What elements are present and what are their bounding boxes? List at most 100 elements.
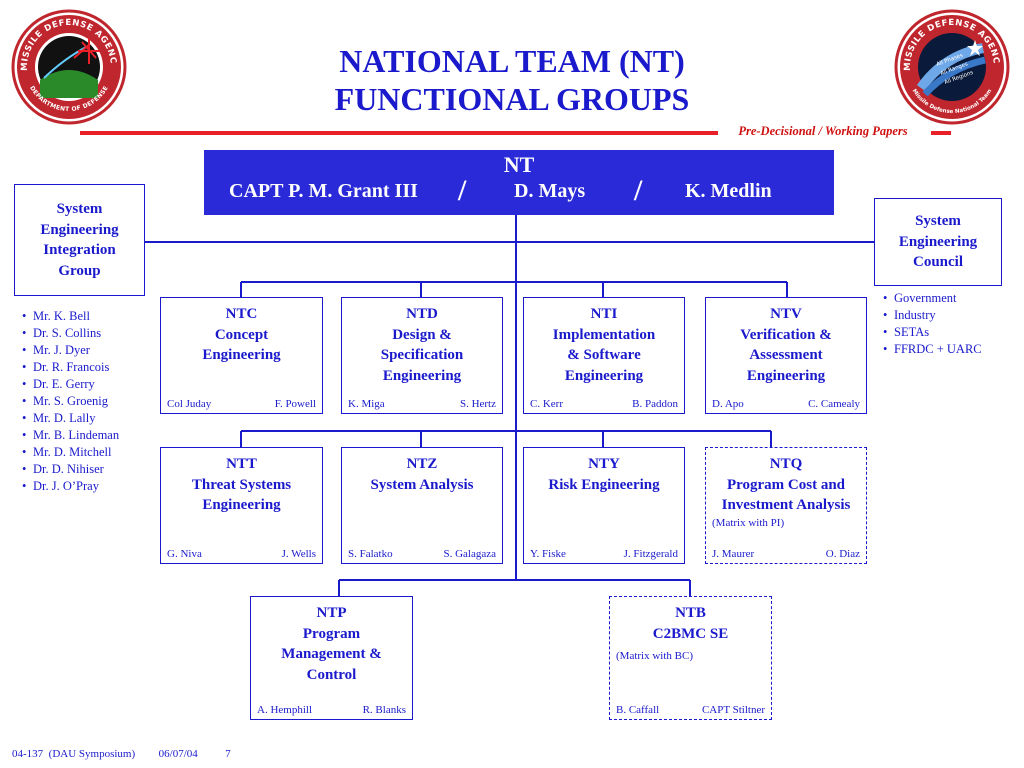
box-title-line: System Analysis bbox=[370, 476, 474, 493]
box-title-line: Risk Engineering bbox=[548, 476, 660, 493]
footer-event: (DAU Symposium) bbox=[48, 748, 136, 760]
lead-name-left: K. Miga bbox=[348, 398, 385, 410]
header-rule-right bbox=[931, 131, 951, 135]
nt-title: NT bbox=[503, 152, 535, 177]
group-label-line: System bbox=[56, 201, 103, 217]
box-title-line: NTY bbox=[588, 456, 620, 472]
box-title-line: Implementation bbox=[552, 326, 656, 343]
group-label-line: Integration bbox=[43, 242, 116, 258]
lead-name-left: A. Hemphill bbox=[257, 704, 312, 716]
box-title-line: Assessment bbox=[749, 347, 823, 363]
list-item: Dr. J. O’Pray bbox=[22, 478, 119, 495]
list-item: Dr. D. Nihiser bbox=[22, 461, 119, 478]
nt-lead-3: K. Medlin bbox=[685, 180, 772, 202]
box-title-line: NTI bbox=[590, 306, 618, 322]
box-title-line: NTC bbox=[225, 306, 258, 322]
box-title-line: Engineering bbox=[202, 347, 281, 363]
box-title-line: C2BMC SE bbox=[652, 625, 729, 642]
lead-name-right: B. Paddon bbox=[632, 398, 678, 410]
list-item: Mr. J. Dyer bbox=[22, 342, 119, 359]
box-title-line: Management & bbox=[281, 646, 382, 662]
ntb-c2bmc-se-box: NTB C2BMC SE (Matrix with BC) B. Caffall… bbox=[609, 596, 772, 720]
council-members: Government Industry SETAs FFRDC + UARC bbox=[883, 290, 982, 358]
lead-name-right: F. Powell bbox=[274, 398, 316, 410]
box-title-line: Program Cost and bbox=[726, 476, 846, 493]
integration-group-members: Mr. K. Bell Dr. S. Collins Mr. J. Dyer D… bbox=[22, 308, 119, 495]
lead-name-right: S. Galagaza bbox=[443, 548, 496, 560]
document-marking: Pre-Decisional / Working Papers bbox=[738, 124, 908, 138]
list-item: Mr. S. Groenig bbox=[22, 393, 119, 410]
nt-lead-2: D. Mays bbox=[514, 180, 586, 202]
group-label-line: System bbox=[915, 213, 961, 230]
box-title-line: Engineering bbox=[202, 497, 281, 513]
ntp-program-management-box: NTP Program Management & Control A. Hemp… bbox=[250, 596, 413, 720]
box-title-line: Concept bbox=[214, 326, 269, 343]
box-title-line: Control bbox=[306, 666, 357, 683]
ntq-program-cost-box: NTQ Program Cost and Investment Analysis… bbox=[705, 447, 867, 564]
box-title-line: Engineering bbox=[564, 367, 644, 384]
footer-page-number: 7 bbox=[225, 748, 231, 760]
header-rule-left bbox=[80, 131, 718, 135]
group-label-line: Group bbox=[58, 262, 101, 279]
list-item: Mr. K. Bell bbox=[22, 308, 119, 325]
lead-name-right: O. Diaz bbox=[825, 548, 860, 560]
matrix-note: (Matrix with BC) bbox=[616, 650, 693, 662]
list-item: FFRDC + UARC bbox=[883, 341, 982, 358]
box-title-line: Specification bbox=[380, 347, 464, 363]
box-title-line: NTP bbox=[316, 605, 347, 621]
lead-name-left: G. Niva bbox=[167, 548, 202, 560]
box-title-line: Verification & bbox=[740, 326, 832, 343]
lead-name-left: B. Caffall bbox=[616, 704, 660, 716]
box-title-line: NTQ bbox=[769, 456, 803, 472]
mda-seal-right: All Phases All Ranges All Regions MISSIL… bbox=[889, 1, 1011, 126]
ntc-concept-engineering-box: NTC Concept Engineering Col Juday F. Pow… bbox=[160, 297, 323, 414]
list-item: Mr. D. Mitchell bbox=[22, 444, 119, 461]
nty-risk-engineering-box: NTY Risk Engineering Y. Fiske J. Fitzger… bbox=[523, 447, 685, 564]
box-title-line: Threat Systems bbox=[191, 476, 292, 493]
box-title-line: Program bbox=[302, 625, 361, 642]
lead-name-left: C. Kerr bbox=[530, 398, 563, 410]
lead-name-left: J. Maurer bbox=[712, 548, 755, 560]
box-title-line: NTZ bbox=[406, 456, 438, 472]
nt-lead-box: NT CAPT P. M. Grant III / D. Mays / K. M… bbox=[204, 150, 834, 215]
lead-name-right: J. Wells bbox=[281, 548, 316, 560]
lead-name-right: J. Fitzgerald bbox=[623, 548, 678, 560]
list-item: Mr. D. Lally bbox=[22, 410, 119, 427]
page-title: NATIONAL TEAM (NT) FUNCTIONAL GROUPS bbox=[230, 42, 794, 118]
box-title-line: Engineering bbox=[746, 367, 826, 384]
list-item: Industry bbox=[883, 307, 982, 324]
lead-name-right: CAPT Stiltner bbox=[701, 704, 765, 716]
mda-seal-left: MISSILE DEFENSE AGENCY DEPARTMENT OF DEF… bbox=[6, 1, 128, 126]
box-title-line: Design & bbox=[392, 326, 452, 343]
box-title-line: NTB bbox=[675, 605, 706, 621]
nt-separator-1: / bbox=[458, 174, 467, 207]
group-label-line: Council bbox=[912, 254, 963, 271]
nt-lead-1: CAPT P. M. Grant III bbox=[229, 180, 418, 202]
box-title-line: & Software bbox=[567, 347, 641, 363]
lead-name-left: Y. Fiske bbox=[530, 548, 566, 560]
ntt-threat-systems-box: NTT Threat Systems Engineering G. Niva J… bbox=[160, 447, 323, 564]
lead-name-right: R. Blanks bbox=[362, 704, 406, 716]
title-line-1: NATIONAL TEAM (NT) bbox=[339, 43, 685, 79]
box-title-line: NTT bbox=[226, 456, 257, 472]
lead-name-left: Col Juday bbox=[167, 398, 212, 410]
title-line-2: FUNCTIONAL GROUPS bbox=[334, 81, 690, 117]
footer-doc-id: 04-137 bbox=[12, 748, 44, 760]
box-title-line: NTV bbox=[770, 306, 802, 322]
nt-separator-2: / bbox=[634, 174, 643, 207]
matrix-note: (Matrix with PI) bbox=[712, 517, 785, 529]
lead-name-right: S. Hertz bbox=[459, 398, 496, 410]
lead-name-left: S. Falatko bbox=[348, 548, 393, 560]
list-item: Mr. B. Lindeman bbox=[22, 427, 119, 444]
footer-date: 06/07/04 bbox=[158, 748, 198, 760]
ntd-design-specification-box: NTD Design & Specification Engineering K… bbox=[341, 297, 503, 414]
slide-footer: 04-137 (DAU Symposium) 06/07/04 7 bbox=[12, 748, 231, 760]
list-item: Dr. E. Gerry bbox=[22, 376, 119, 393]
box-title-line: Engineering bbox=[382, 367, 462, 384]
system-engineering-integration-group: System Engineering Integration Group bbox=[14, 184, 145, 296]
list-item: Government bbox=[883, 290, 982, 307]
lead-name-left: D. Apo bbox=[712, 398, 744, 410]
list-item: Dr. R. Francois bbox=[22, 359, 119, 376]
lead-name-right: C. Camealy bbox=[808, 398, 860, 410]
